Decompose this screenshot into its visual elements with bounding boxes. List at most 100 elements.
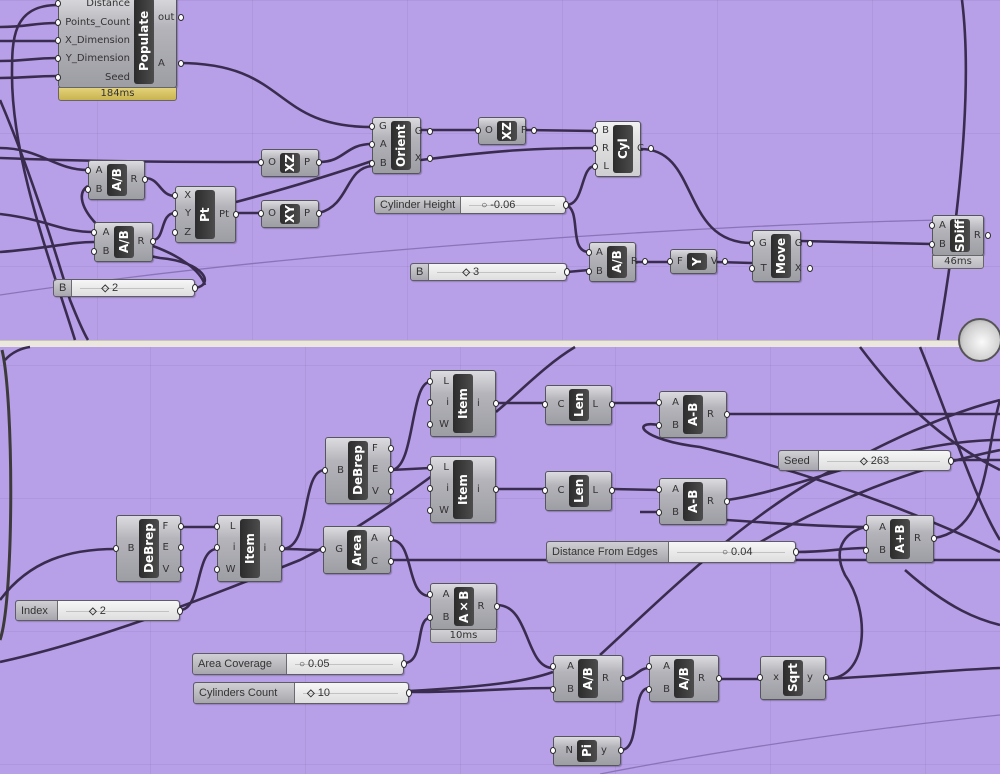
- input-port[interactable]: C: [542, 399, 569, 411]
- input-port[interactable]: O: [258, 157, 280, 169]
- output-grip-icon[interactable]: [931, 535, 937, 542]
- input-grip-icon[interactable]: [586, 267, 592, 275]
- input-port[interactable]: A: [863, 522, 890, 534]
- output-port[interactable]: R: [127, 174, 148, 186]
- input-grip-icon[interactable]: [550, 685, 556, 693]
- output-grip-icon[interactable]: [388, 466, 394, 474]
- output-grip-icon[interactable]: [279, 544, 285, 552]
- output-port[interactable]: R: [694, 673, 722, 685]
- slider-knob-icon[interactable]: ◇: [307, 688, 315, 699]
- input-grip-icon[interactable]: [646, 663, 652, 671]
- input-grip-icon[interactable]: [550, 747, 556, 754]
- input-port[interactable]: Distance: [55, 0, 134, 10]
- input-port[interactable]: W: [214, 564, 240, 576]
- output-port[interactable]: V: [707, 256, 728, 268]
- input-port[interactable]: O: [258, 208, 280, 220]
- input-grip-icon[interactable]: [427, 507, 433, 515]
- output-port[interactable]: R: [627, 256, 648, 268]
- output-grip-icon[interactable]: [793, 548, 799, 556]
- input-grip-icon[interactable]: [542, 401, 548, 408]
- input-port[interactable]: R: [592, 143, 613, 155]
- slider-track[interactable]: ○0.04: [669, 542, 795, 562]
- input-port[interactable]: W: [427, 505, 453, 517]
- output-port[interactable]: R: [598, 673, 626, 685]
- input-port[interactable]: A: [646, 661, 674, 673]
- input-grip-icon[interactable]: [427, 463, 433, 471]
- output-port[interactable]: R: [703, 409, 730, 421]
- slider-cylh[interactable]: Cylinder Height○-0.06: [374, 196, 569, 214]
- input-grip-icon[interactable]: [929, 221, 935, 229]
- output-grip-icon[interactable]: [724, 410, 730, 418]
- input-grip-icon[interactable]: [863, 523, 869, 531]
- slider-knob-icon[interactable]: ◇: [860, 455, 868, 467]
- input-grip-icon[interactable]: [863, 546, 869, 554]
- output-grip-icon[interactable]: [316, 210, 322, 217]
- input-port[interactable]: B: [369, 158, 391, 170]
- output-port[interactable]: L: [589, 485, 615, 497]
- slider-areacov[interactable]: Area Coverage○0.05: [192, 653, 407, 675]
- output-port[interactable]: A: [154, 58, 185, 70]
- input-grip-icon[interactable]: [427, 421, 433, 429]
- input-grip-icon[interactable]: [929, 241, 935, 249]
- output-grip-icon[interactable]: [401, 660, 407, 668]
- viewport-splitter[interactable]: [0, 340, 1000, 348]
- input-grip-icon[interactable]: [427, 591, 433, 599]
- slider-track[interactable]: ◇263: [819, 451, 950, 470]
- input-grip-icon[interactable]: [258, 210, 264, 217]
- input-port[interactable]: O: [475, 125, 497, 137]
- input-port[interactable]: B: [322, 465, 348, 477]
- input-grip-icon[interactable]: [172, 192, 178, 200]
- output-grip-icon[interactable]: [494, 602, 500, 610]
- input-grip-icon[interactable]: [113, 544, 119, 552]
- output-port[interactable]: A: [367, 533, 394, 545]
- input-grip-icon[interactable]: [214, 544, 220, 552]
- output-port[interactable]: L: [589, 399, 615, 411]
- output-grip-icon[interactable]: [609, 401, 615, 408]
- input-port[interactable]: Y: [172, 208, 195, 220]
- output-grip-icon[interactable]: [948, 456, 954, 465]
- canvas-widget-gear-icon[interactable]: [958, 318, 1000, 362]
- input-grip-icon[interactable]: [55, 18, 61, 26]
- output-grip-icon[interactable]: [641, 258, 648, 265]
- output-port[interactable]: E: [159, 542, 184, 554]
- output-port[interactable]: F: [159, 521, 184, 533]
- output-grip-icon[interactable]: [142, 176, 148, 183]
- input-port[interactable]: A: [586, 247, 607, 259]
- input-grip-icon[interactable]: [749, 239, 755, 247]
- output-port[interactable]: y: [803, 672, 829, 684]
- output-port[interactable]: i: [260, 543, 285, 555]
- input-port[interactable]: Y_Dimension: [55, 53, 134, 65]
- input-port[interactable]: A: [656, 484, 683, 496]
- output-port[interactable]: V: [159, 564, 184, 576]
- input-port[interactable]: T: [749, 263, 771, 275]
- output-port[interactable]: C: [367, 556, 394, 568]
- input-port[interactable]: A: [929, 220, 950, 232]
- slider-knob-icon[interactable]: ◇: [89, 605, 97, 617]
- output-grip-icon[interactable]: [178, 60, 185, 67]
- input-grip-icon[interactable]: [592, 145, 598, 152]
- input-grip-icon[interactable]: [258, 159, 264, 166]
- output-port[interactable]: G: [411, 126, 433, 138]
- output-grip-icon[interactable]: [493, 485, 499, 493]
- input-grip-icon[interactable]: [749, 264, 755, 272]
- input-grip-icon[interactable]: [427, 377, 433, 385]
- input-grip-icon[interactable]: [667, 257, 673, 265]
- input-grip-icon[interactable]: [427, 399, 433, 407]
- slider-b2[interactable]: B◇2: [53, 279, 198, 297]
- input-grip-icon[interactable]: [369, 141, 375, 149]
- input-grip-icon[interactable]: [172, 228, 178, 236]
